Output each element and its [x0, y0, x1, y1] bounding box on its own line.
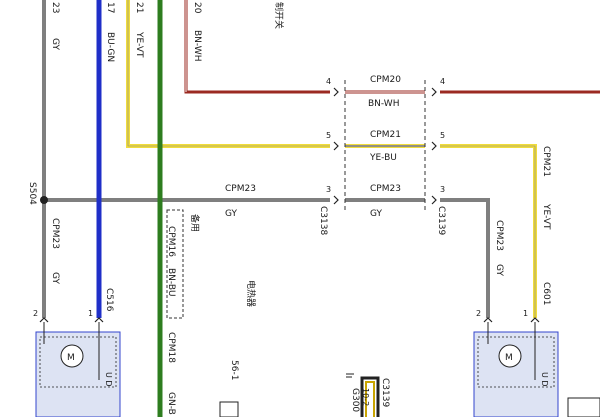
label-cpm23-mid-color: GY [370, 209, 383, 219]
label-ud-right: U D [540, 372, 549, 387]
label-heater: 电热器 [245, 280, 257, 307]
connector-dashes [166, 80, 426, 319]
label-cpm20: CPM20 [370, 75, 401, 85]
pin-cpm23-right: 3 [440, 185, 445, 194]
label-code-56: 56-1 [229, 360, 239, 380]
label-w20: 20 [192, 2, 202, 14]
left-motor-module [35, 322, 121, 417]
vertical-wire-labels: CPM23 GY CPM23 GY CPM21 YE-VT CPM16 BN-B… [50, 146, 551, 415]
label-spare: 备用 [189, 214, 201, 232]
label-cpm18: CPM18 [166, 332, 176, 363]
pin-2-right: 2 [476, 309, 481, 318]
label-cpm23-down-left-color: GY [50, 272, 60, 285]
pin-cpm21-left: 5 [326, 131, 331, 140]
pin-cpm21-right: 5 [440, 131, 445, 140]
label-c3139: C3139 [436, 206, 446, 235]
wire-cpm20 [184, 0, 600, 94]
label-w23-gy: GY [50, 38, 60, 51]
label-cpm18-color: GN-B [166, 392, 176, 415]
label-c3138: C3138 [318, 206, 328, 235]
label-cpm23-left: CPM23 [225, 184, 256, 194]
misc-labels: 备用 电热器 56-1 2 1 2 1 M M U D U D [33, 214, 549, 387]
label-cpm23-right: CPM23 [494, 220, 504, 251]
label-ud-left: U D [104, 372, 113, 387]
label-w23: 23 [50, 2, 60, 13]
motor-m-left: M [67, 353, 75, 363]
label-c516: C516 [104, 288, 114, 312]
top-wire-labels: 23 GY 17 BU-GN 21 YE-VT 20 BN-WH 制开关 [50, 2, 285, 62]
motor-m-right: M [505, 353, 513, 363]
label-top-note: 制开关 [273, 2, 285, 29]
label-cpm23-mid: CPM23 [370, 184, 401, 194]
label-w21: 21 [134, 2, 144, 13]
pin-cpm20-left: 4 [326, 77, 331, 86]
label-cpm16: CPM16 [166, 226, 176, 257]
label-cpm23-left-color: GY [225, 209, 238, 219]
label-w17: 17 [105, 2, 115, 13]
label-cpm16-color: BN-BU [166, 268, 176, 297]
label-c3139-lower: C3139 [380, 378, 390, 407]
label-w21-yevt: YE-VT [134, 31, 144, 58]
label-s504: S504 [27, 182, 37, 205]
pin-2-left: 2 [33, 309, 38, 318]
right-motor-module [473, 322, 559, 417]
label-cpm21-right-color: YE-VT [541, 203, 551, 230]
label-cpm20-color: BN-WH [368, 99, 399, 109]
label-w20-bnwh: BN-WH [192, 30, 202, 61]
bottom-center-parts [219, 373, 600, 417]
connector-arrows [39, 87, 540, 323]
label-cpm23-right-color: GY [494, 264, 504, 277]
label-w17-bugn: BU-GN [105, 32, 115, 62]
pin-cpm23-left: 3 [326, 185, 331, 194]
pin-1-left: 1 [88, 309, 93, 318]
connector-labels: C3138 C3139 S504 C516 C601 C3139 G300 10… [27, 182, 551, 412]
label-cpm21: CPM21 [370, 130, 401, 140]
label-cpm23-down-left: CPM23 [50, 218, 60, 249]
label-g300: G300 [350, 388, 360, 412]
label-cpm21-right: CPM21 [541, 146, 551, 177]
label-g300-sub: 10-2 [361, 388, 370, 406]
horizontal-wire-labels: CPM20 BN-WH 4 4 CPM21 YE-BU 5 5 CPM23 GY… [225, 75, 445, 219]
pin-1-right: 1 [523, 309, 528, 318]
label-cpm21-color: YE-BU [369, 153, 397, 163]
wire-cpm23 [40, 0, 490, 318]
wire-cpm21 [126, 0, 537, 318]
label-c601: C601 [541, 282, 551, 305]
pin-cpm20-right: 4 [440, 77, 445, 86]
